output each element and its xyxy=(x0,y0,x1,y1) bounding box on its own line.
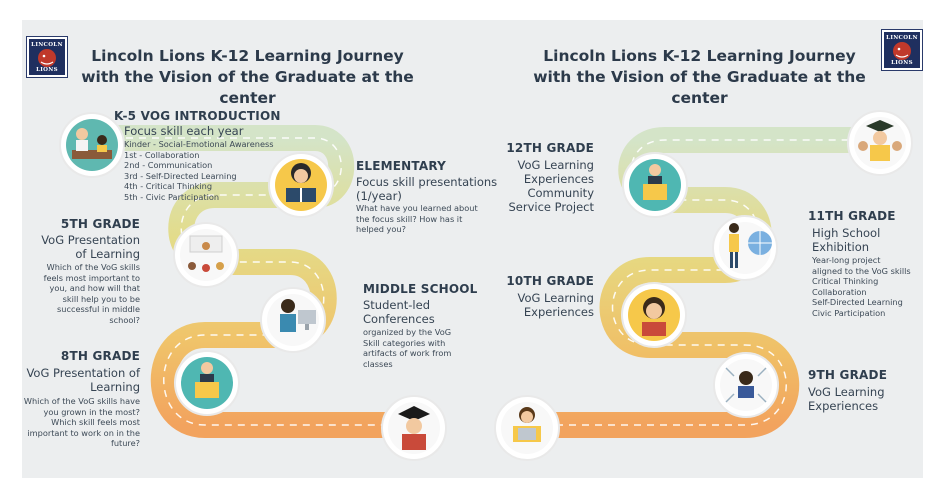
grade12-lines: VoG Learning Experiences Community Servi… xyxy=(508,158,594,214)
grade11-heading: 11TH GRADE xyxy=(808,209,896,223)
right-title: Lincoln Lions K-12 Learning Journey with… xyxy=(533,47,866,107)
grade11-subtitle: High School Exhibition xyxy=(812,226,881,254)
grade8-detail: Which of the VoG skills have you grown i… xyxy=(23,396,140,448)
grade12-heading: 12TH GRADE xyxy=(506,141,594,155)
grade5-heading: 5TH GRADE xyxy=(60,217,140,231)
elementary-detail: What have you learned about the focus sk… xyxy=(356,203,478,234)
middle-school-detail: organized by the VoG Skill categories wi… xyxy=(363,327,452,369)
grade10-lines: VoG Learning Experiences xyxy=(517,291,594,319)
k5-skill-list: Kinder - Social-Emotional Awareness 1st … xyxy=(124,139,274,202)
elementary-subtitle: Focus skill presentations (1/year) xyxy=(356,175,498,203)
k5-heading: K-5 VOG INTRODUCTION xyxy=(114,109,281,123)
lincoln-lions-logo-left: LINCOLN LIONS xyxy=(26,36,68,78)
grade10-heading: 10TH GRADE xyxy=(506,274,594,288)
grade9-lines: VoG Learning Experiences xyxy=(808,385,885,413)
lincoln-lions-logo-right: LINCOLN LIONS xyxy=(881,29,923,71)
grade5-detail: Which of the VoG skills feels most impor… xyxy=(43,262,140,325)
grade11-detail: Year-long project aligned to the VoG ski… xyxy=(812,255,911,318)
grade8-heading: 8TH GRADE xyxy=(60,349,140,363)
grade8-subtitle: VoG Presentation of Learning xyxy=(26,366,140,394)
middle-school-subtitle: Student-led Conferences xyxy=(363,298,435,326)
grade9-heading: 9TH GRADE xyxy=(808,368,888,382)
middle-school-heading: MIDDLE SCHOOL xyxy=(363,282,478,296)
elementary-heading: ELEMENTARY xyxy=(356,159,447,173)
left-title: Lincoln Lions K-12 Learning Journey with… xyxy=(81,47,414,107)
grade5-subtitle: VoG Presentation of Learning xyxy=(41,233,140,261)
k5-subtitle: Focus skill each year xyxy=(124,124,244,138)
